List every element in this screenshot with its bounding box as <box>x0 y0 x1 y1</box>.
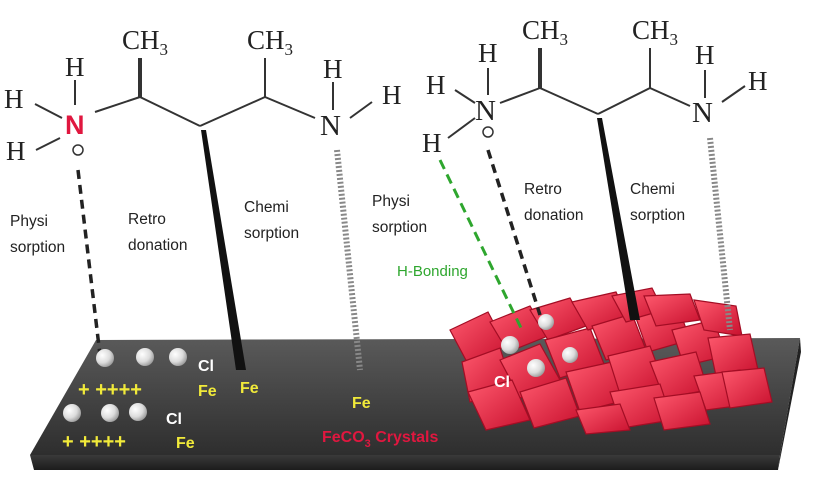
label-physisorption-right: Physi <box>372 193 410 210</box>
iron-label: Fe <box>198 383 217 400</box>
cation-row-lower: + ++++ <box>62 431 126 453</box>
physisorption-dash-right <box>486 149 542 316</box>
iron-label-hash: Fe <box>352 395 371 412</box>
cation-row-upper: + ++++ <box>78 379 142 401</box>
methyl-group-right-2: CH3 <box>632 15 678 49</box>
nitrogen-atom: N <box>475 95 496 127</box>
retro-donation-hash-right <box>707 137 733 331</box>
chloride-label-crystal: Cl <box>494 374 510 391</box>
hydrogen-atom: H <box>426 70 446 100</box>
hydrogen-atom: H <box>382 80 402 110</box>
chloride-ions-left <box>63 348 187 422</box>
label-chemisorption-left: Chemi <box>244 199 289 216</box>
label-chemisorption-right: Chemi <box>630 181 675 198</box>
hydrogen-atom: H <box>6 136 26 166</box>
label-chemisorption-left: sorption <box>244 225 299 242</box>
chloride-label: Cl <box>198 358 214 375</box>
hydrogen-atom: H <box>422 128 442 158</box>
molecule-left-skeleton <box>34 58 373 151</box>
hydrogen-atom: H <box>478 38 498 68</box>
label-physisorption-right: sorption <box>372 219 427 236</box>
hydrogen-atom: H <box>748 66 768 96</box>
nitrogen-atom: N <box>320 110 341 142</box>
hydrogen-bond-line <box>438 159 524 331</box>
label-chemisorption-right: sorption <box>630 207 685 224</box>
chemisorption-wedge-right <box>597 118 640 320</box>
retro-donation-hash-left <box>334 149 363 371</box>
label-retro-donation-right: donation <box>524 207 583 224</box>
chemisorption-wedge-left <box>201 130 246 370</box>
label-retro-donation-right: Retro <box>524 181 562 198</box>
chloride-ions-crystal <box>501 314 578 377</box>
nitrogen-atom: N <box>692 97 713 129</box>
label-physisorption-left: sorption <box>10 239 65 256</box>
label-retro-donation-left: Retro <box>128 211 166 228</box>
lone-pair-icon-left <box>72 144 84 156</box>
hydrogen-atom: H <box>323 54 343 84</box>
methyl-group-right-1: CH3 <box>522 15 568 49</box>
methyl-group-left-1: CH3 <box>122 25 168 59</box>
label-h-bonding: H-Bonding <box>397 263 468 280</box>
iron-label: Fe <box>176 435 195 452</box>
methyl-group-left-2: CH3 <box>247 25 293 59</box>
molecule-right-skeleton <box>447 48 746 139</box>
chloride-label: Cl <box>166 411 182 428</box>
hydrogen-atom: H <box>695 40 715 70</box>
label-retro-donation-left: donation <box>128 237 187 254</box>
hydrogen-atom: H <box>4 84 24 114</box>
feco3-crystals-label: FeCO3 Crystals <box>322 429 438 450</box>
label-physisorption-left: Physi <box>10 213 48 230</box>
lone-pair-icon-right <box>482 126 494 138</box>
hydrogen-atom: H <box>65 52 85 82</box>
physisorption-dash-left <box>76 169 102 356</box>
iron-label-wedge: Fe <box>240 380 259 397</box>
nitrogen-atom-highlighted: N <box>65 110 85 140</box>
